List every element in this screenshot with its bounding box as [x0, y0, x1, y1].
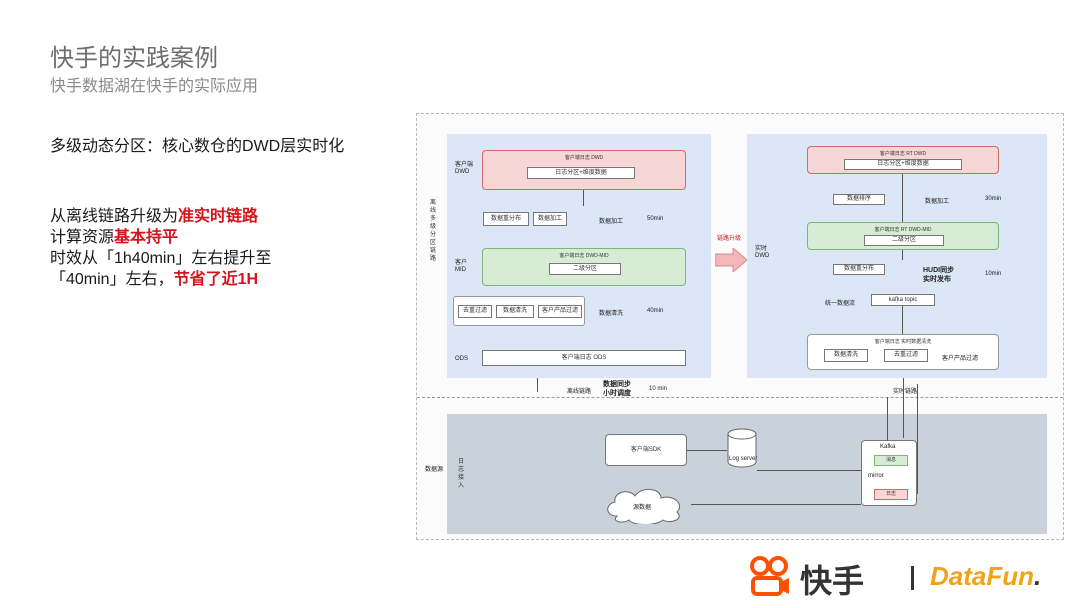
kafka-top-cell: 消息 [874, 455, 908, 466]
summary-line-4-highlight: 节省了近1H [173, 271, 259, 288]
summary-line-1: 从离线链路升级为准实时链路 [50, 206, 271, 227]
ods-down-arrow [537, 378, 538, 392]
datafun-dot: . [1034, 561, 1042, 591]
rt-main-arrow-line [902, 174, 903, 260]
summary-line-4: 「40min」左右，节省了近1H [50, 269, 271, 290]
rt-mid-box: 二级分区 [864, 235, 944, 246]
rt-hudi-time: 10min [985, 271, 1002, 277]
mid-tag: 客户 MID [455, 260, 468, 273]
kafka-up-arrow-left [887, 397, 888, 441]
mid-band: 客户端日志 DWD-MID 二级分区 [482, 248, 686, 286]
kafka-up-arrow-right [903, 378, 904, 438]
left-side-label: 离线多级分区链路 [429, 200, 436, 262]
dwd-tag: 客户端 DWD [455, 162, 474, 175]
source-vlabel: 日志接入 [457, 459, 464, 489]
mid-box: 二级分区 [549, 263, 621, 275]
dwd-process-time: 50min [647, 216, 664, 222]
ods-tag: ODS [455, 356, 469, 362]
rt-clean-label-3: 客户产品过滤 [942, 356, 979, 362]
rt-unified-label: 统一数据流 [825, 301, 856, 307]
log-server-label: Log server [729, 456, 758, 462]
datafun-brand-text: DataFun [930, 561, 1034, 591]
dwd-small-box-1: 数据重分布 [483, 212, 529, 226]
ods-process-label: 数据清洗 [599, 311, 624, 317]
rt-dwd-band: 客户端日志 RT DWD 日志分区+维度数据 [807, 146, 999, 174]
footer-divider [911, 566, 914, 590]
ods-clean-band: 去重过滤 数据清洗 客户产品过滤 [453, 296, 585, 326]
dwd-process-label: 数据加工 [599, 219, 624, 225]
offline-link-label: 离线链路 [567, 389, 592, 395]
dwd-band: 客户端日志 DWD 日志分区+维度数据 [482, 150, 686, 190]
rt-clean-band-title: 客户端日志 实时数据清洗 [874, 339, 932, 345]
cloud-label: 源数据 [633, 505, 652, 511]
summary-line-3: 时效从「1h40min」左右提升至 [50, 250, 272, 267]
ods-box: 客户端日志 ODS [482, 350, 686, 366]
kafka-mirror-label: mirror [868, 473, 884, 479]
kuaishou-logo-icon [750, 556, 789, 596]
kuaishou-brand-text: 快手 [800, 563, 865, 599]
sdk-to-log-arrow [687, 450, 727, 451]
rt-lower-arrow-line [902, 306, 903, 334]
kafka-bottom-cell: 日志 [874, 489, 908, 500]
upgrade-label: 链路升级 [717, 236, 742, 242]
rt-dwd-box: 日志分区+维度数据 [844, 159, 962, 170]
rt-process-time: 30min [985, 196, 1002, 202]
sdk-box: 客户端SDK [605, 434, 687, 466]
summary-text: 从离线链路升级为准实时链路 计算资源基本持平 时效从「1h40min」左右提升至… [50, 206, 271, 290]
diagram-separator [417, 397, 1063, 398]
rt-clean-band: 客户端日志 实时数据清洗 数据清洗 去重过滤 客户产品过滤 [807, 334, 999, 370]
upgrade-arrow-icon [715, 248, 748, 272]
page-title: 快手的实践案例 [50, 45, 218, 72]
rt-box-reload: 数据排序 [833, 194, 885, 205]
sync-label: 数据同步 小时调度 [603, 381, 631, 397]
ods-small-box-1: 去重过滤 [458, 305, 492, 318]
arrow-ods-to-dwd [583, 190, 584, 206]
offline-panel: 客户端 DWD 客户 MID ODS 客户端日志 DWD 日志分区+维度数据 数… [447, 134, 711, 378]
page-subtitle: 快手数据湖在快手的实际应用 [50, 78, 259, 95]
datafun-brand: DataFun. [930, 561, 1041, 592]
summary-line-1-text: 从离线链路升级为 [50, 208, 179, 225]
log-to-kafka-arrow [757, 470, 861, 471]
rt-hudi-label: HUDI同步 实时发布 [923, 267, 955, 283]
sync-time: 10 min [649, 386, 668, 392]
rt-clean-box-1: 数据清洗 [824, 349, 868, 362]
kafka-box: Kafka 消息 mirror 日志 [861, 440, 917, 506]
ods-small-box-3: 客户产品过滤 [538, 305, 582, 318]
realtime-panel: 实时 DWD 客户端日志 RT DWD 日志分区+维度数据 数据排序 数据加工 … [747, 134, 1047, 378]
mid-band-title: 客户端日志 DWD-MID [559, 253, 609, 259]
database-icon [727, 428, 757, 468]
rt-box-redistribute: 数据重分布 [833, 264, 885, 275]
summary-line-2: 计算资源基本持平 [50, 227, 271, 248]
right-side-label: 实时 DWD [755, 246, 770, 259]
kafka-return-line [917, 384, 918, 494]
ods-small-box-2: 数据清洗 [496, 305, 534, 318]
rt-mid-band: 客户端日志 RT DWD-MID 二级分区 [807, 222, 999, 250]
architecture-diagram: 离线多级分区链路 客户端 DWD 客户 MID ODS 客户端日志 DWD 日志… [416, 113, 1064, 540]
summary-line-2-highlight: 基本持平 [114, 229, 179, 246]
rt-mid-band-title: 客户端日志 RT DWD-MID [874, 227, 932, 233]
section-heading: 多级动态分区：核心数仓的DWD层实时化 [50, 138, 345, 155]
cloud-to-kafka-arrow [691, 504, 861, 505]
kafka-title: Kafka [880, 444, 896, 450]
realtime-link-label: 实时链路 [893, 389, 918, 395]
rt-process-label: 数据加工 [925, 199, 950, 205]
cloud-icon [607, 489, 681, 524]
rt-dwd-band-title: 客户端日志 RT DWD [879, 151, 927, 157]
dwd-box: 日志分区+维度数据 [527, 167, 635, 179]
dwd-band-title: 客户端日志 DWD [564, 155, 604, 161]
summary-line-1-highlight: 准实时链路 [178, 208, 259, 225]
summary-line-4-text: 「40min」左右， [50, 271, 174, 288]
source-panel: 日志接入 客户端SDK Log server 源数据 Kafka 消息 mirr… [447, 414, 1047, 534]
ods-process-time: 40min [647, 308, 664, 314]
dwd-small-box-2: 数据加工 [533, 212, 567, 226]
rt-clean-box-2: 去重过滤 [884, 349, 928, 362]
rt-kafka-topic-box: kafka topic [871, 294, 935, 306]
bottom-side-label: 数据源 [425, 467, 444, 473]
summary-line-2-text: 计算资源 [50, 229, 115, 246]
